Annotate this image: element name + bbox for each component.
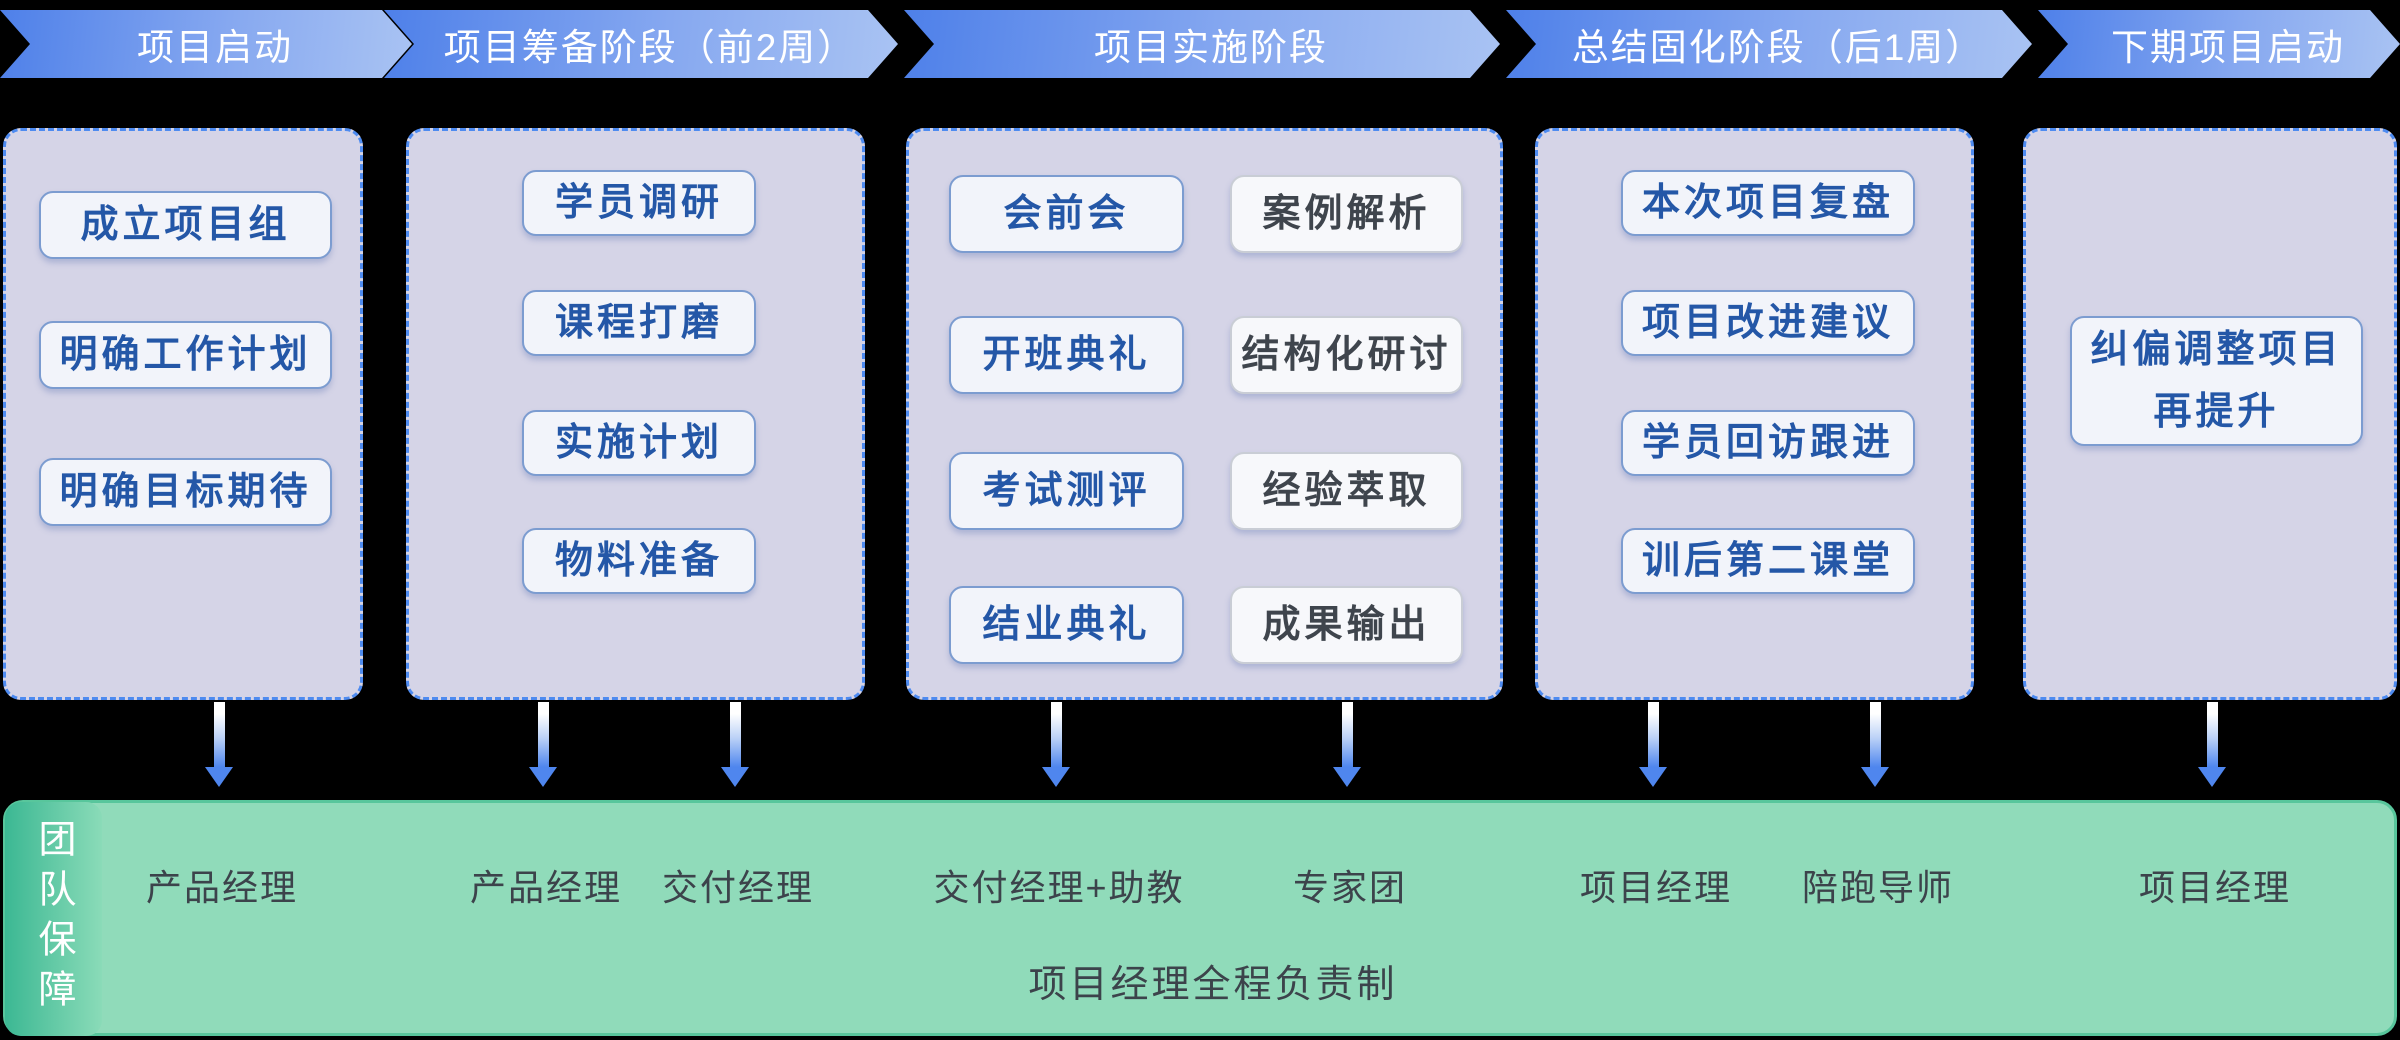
team-band: 团队保障 产品经理产品经理交付经理交付经理+助教专家团项目经理陪跑导师项目经理 … (3, 800, 2397, 1036)
task-box-label: 结构化研讨 (1241, 334, 1452, 376)
down-arrow-shaft (1647, 702, 1659, 767)
role-label: 交付经理+助教 (933, 867, 1185, 908)
task-box-label: 学员调研 (554, 182, 723, 224)
task-box: 明确目标期待 (39, 458, 332, 526)
task-box: 物料准备 (522, 528, 756, 594)
down-arrow-icon (2198, 702, 2226, 787)
task-box: 项目改进建议 (1621, 290, 1915, 356)
phase-column: 会前会 案例解析开班典礼 结构化研讨考试测评 经验萃取结业典礼 成果输出 (906, 128, 1503, 700)
stage-arrow: 下期项目启动 (2038, 10, 2400, 78)
task-box-label: 训后第二课堂 (1641, 540, 1894, 582)
task-box-label: 成果输出 (1262, 604, 1431, 646)
down-arrow-head (1639, 767, 1667, 787)
task-box: 课程打磨 (522, 290, 756, 356)
task-box-label: 案例解析 (1262, 193, 1431, 235)
down-arrow-head (721, 767, 749, 787)
task-box: 开班典礼 (949, 316, 1184, 394)
down-arrow-head (1333, 767, 1361, 787)
task-box: 经验萃取 (1230, 452, 1463, 530)
down-arrow-head (205, 767, 233, 787)
stage-arrow: 总结固化阶段（后1周） (1506, 10, 2032, 78)
phase-column: 成立项目组明确工作计划明确目标期待 (3, 128, 363, 700)
down-arrow-head (1042, 767, 1070, 787)
task-box: 结构化研讨 (1230, 316, 1463, 394)
stage-arrow-label: 项目筹备阶段（前2周） (443, 27, 857, 68)
task-box-label: 明确工作计划 (59, 334, 312, 376)
down-arrow-icon (529, 702, 557, 787)
task-box-label: 本次项目复盘 (1641, 182, 1894, 224)
stage-arrow-label: 项目实施阶段 (1094, 27, 1328, 68)
team-band-tab-label: 团队保障 (32, 819, 74, 1019)
stage-arrow: 项目实施阶段 (904, 10, 1500, 78)
stage-arrow-label: 下期项目启动 (2111, 27, 2345, 68)
task-box-label: 物料准备 (554, 540, 723, 582)
role-label: 产品经理 (145, 867, 299, 908)
task-box-label: 学员回访跟进 (1641, 422, 1894, 464)
down-arrow-head (2198, 767, 2226, 787)
down-arrow-icon (721, 702, 749, 787)
task-box-label: 纠偏调整项目 再提升 (2090, 329, 2343, 433)
down-arrow-shaft (729, 702, 741, 767)
phase-column: 本次项目复盘项目改进建议学员回访跟进训后第二课堂 (1535, 128, 1974, 700)
stage-arrow-label: 项目启动 (137, 27, 293, 68)
task-box: 会前会 (949, 175, 1184, 253)
down-arrow-icon (205, 702, 233, 787)
task-box-label: 课程打磨 (554, 302, 723, 344)
task-box: 考试测评 (949, 452, 1184, 530)
down-arrow-shaft (1869, 702, 1881, 767)
task-box: 纠偏调整项目 再提升 (2070, 316, 2363, 446)
down-arrow-head (529, 767, 557, 787)
task-box-label: 明确目标期待 (59, 471, 312, 513)
role-label: 交付经理 (661, 867, 815, 908)
task-box-label: 经验萃取 (1262, 470, 1431, 512)
down-arrow-head (1861, 767, 1889, 787)
task-box-label: 实施计划 (554, 422, 723, 464)
down-arrow-shaft (1341, 702, 1353, 767)
down-arrow-icon (1333, 702, 1361, 787)
task-box: 学员调研 (522, 170, 756, 236)
role-label: 项目经理 (2138, 867, 2292, 908)
phase-column: 纠偏调整项目 再提升 (2023, 128, 2397, 700)
down-arrow-icon (1861, 702, 1889, 787)
task-box-label: 成立项目组 (80, 204, 291, 246)
task-box: 明确工作计划 (39, 321, 332, 389)
down-arrow-shaft (537, 702, 549, 767)
stage-arrow: 项目启动 (0, 10, 412, 78)
role-label: 产品经理 (469, 867, 623, 908)
band-footer-label: 项目经理全程负责制 (1028, 964, 1398, 1006)
role-label: 项目经理 (1579, 867, 1733, 908)
role-label: 专家团 (1292, 867, 1408, 908)
stage-arrow: 项目筹备阶段（前2周） (384, 10, 898, 78)
task-box-label: 会前会 (1003, 193, 1130, 235)
phase-column: 学员调研课程打磨实施计划物料准备 (406, 128, 865, 700)
task-box-label: 开班典礼 (982, 334, 1151, 376)
stage-arrow-label: 总结固化阶段（后1周） (1571, 27, 1985, 68)
task-box-label: 考试测评 (982, 470, 1151, 512)
task-box: 结业典礼 (949, 586, 1184, 664)
task-box: 本次项目复盘 (1621, 170, 1915, 236)
task-box: 学员回访跟进 (1621, 410, 1915, 476)
task-box: 训后第二课堂 (1621, 528, 1915, 594)
team-band-tab: 团队保障 (5, 802, 102, 1036)
down-arrow-shaft (213, 702, 225, 767)
task-box-label: 项目改进建议 (1641, 302, 1894, 344)
down-arrow-shaft (2206, 702, 2218, 767)
down-arrow-icon (1639, 702, 1667, 787)
role-label: 陪跑导师 (1801, 867, 1955, 908)
task-box-label: 结业典礼 (982, 604, 1151, 646)
task-box: 成果输出 (1230, 586, 1463, 664)
task-box: 成立项目组 (39, 191, 332, 259)
down-arrow-shaft (1050, 702, 1062, 767)
down-arrow-icon (1042, 702, 1070, 787)
task-box: 案例解析 (1230, 175, 1463, 253)
task-box: 实施计划 (522, 410, 756, 476)
